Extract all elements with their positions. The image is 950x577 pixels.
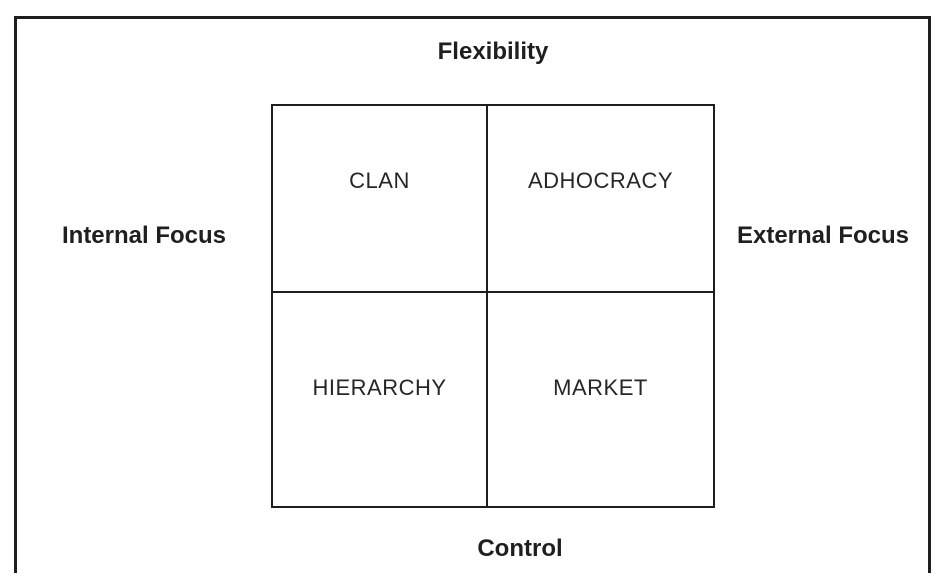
- quadrant-clan-label: CLAN: [349, 168, 410, 193]
- quadrant-adhocracy: ADHOCRACY: [488, 106, 713, 293]
- quadrant-clan: CLAN: [273, 106, 488, 293]
- axis-label-external-focus: External Focus: [736, 222, 910, 249]
- quadrant-market-label: MARKET: [553, 375, 648, 400]
- quadrant-adhocracy-label: ADHOCRACY: [527, 168, 674, 193]
- quadrant-hierarchy-label: HIERARCHY: [312, 375, 447, 400]
- quadrant-market: MARKET: [488, 293, 713, 506]
- axis-label-control: Control: [477, 535, 563, 562]
- quadrant-matrix: CLAN ADHOCRACY HIERARCHY MARKET: [271, 104, 715, 508]
- axis-label-flexibility: Flexibility: [437, 38, 549, 65]
- quadrant-hierarchy: HIERARCHY: [273, 293, 488, 506]
- axis-label-internal-focus: Internal Focus: [61, 222, 227, 249]
